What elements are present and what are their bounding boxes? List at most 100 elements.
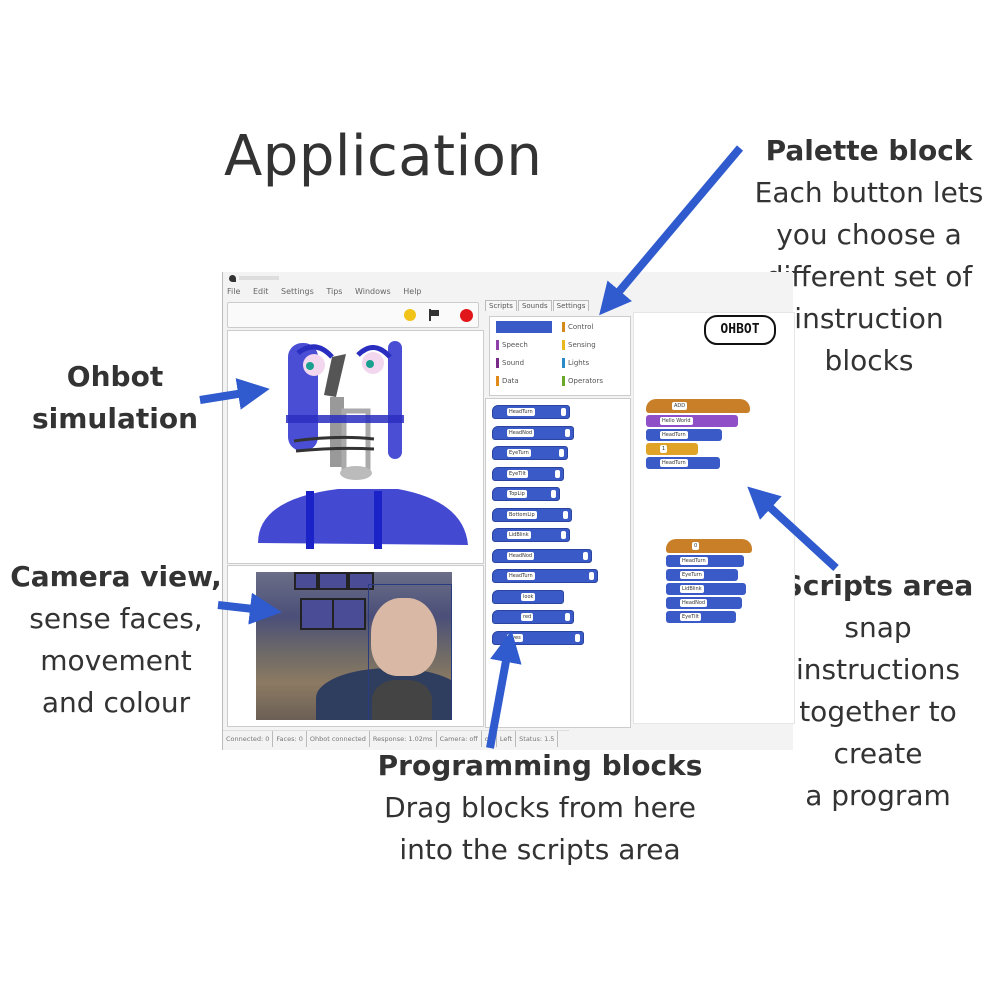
hat-block[interactable]: ADD — [646, 399, 750, 413]
menu-settings[interactable]: Settings — [280, 287, 314, 296]
palette-category-lights[interactable]: Lights — [562, 357, 589, 369]
block-field[interactable]: eyes — [507, 633, 523, 642]
status-item: Response: 1.02ms — [370, 731, 437, 747]
block-value[interactable] — [575, 633, 580, 642]
block-field[interactable]: Hello World — [660, 417, 693, 425]
ohbot-logo: OHBOT — [704, 315, 776, 345]
tab-scripts[interactable]: Scripts — [485, 300, 517, 311]
motion-block[interactable]: LidBlink — [492, 528, 570, 542]
block-value[interactable] — [583, 551, 588, 560]
block-field[interactable]: look — [521, 592, 536, 601]
status-item: Faces: 0 — [273, 731, 307, 747]
scripts-annotation-line: a program — [805, 779, 951, 812]
script-block[interactable]: HeadNod — [666, 597, 742, 609]
palette-category-label: Data — [502, 377, 519, 385]
script-block[interactable]: HeadTurn — [666, 555, 744, 567]
window-title — [239, 276, 279, 280]
motion-block[interactable]: EyeTurn — [492, 446, 568, 460]
block-value[interactable] — [589, 572, 594, 580]
yellow-button[interactable] — [404, 309, 416, 321]
block-field[interactable]: LidBlink — [680, 585, 704, 593]
tab-sounds[interactable]: Sounds — [517, 300, 552, 311]
camera-annotation-heading: Camera view, — [10, 560, 222, 593]
block-field[interactable]: LidBlink — [507, 531, 531, 539]
head-plate-right — [388, 341, 402, 459]
block-value[interactable] — [559, 449, 564, 457]
title-bar — [223, 272, 793, 286]
palette-category-sound[interactable]: Sound — [496, 357, 524, 369]
palette-category-operators[interactable]: Operators — [562, 375, 603, 387]
programming-annotation-line: into the scripts area — [399, 833, 681, 866]
menu-edit[interactable]: Edit — [252, 287, 269, 296]
script-block[interactable]: Hello World — [646, 415, 738, 427]
flag-icon[interactable] — [428, 309, 440, 321]
block-field[interactable]: HeadTurn — [660, 431, 688, 439]
motion-block[interactable]: eyes — [492, 630, 584, 645]
block-field[interactable]: HeadNod — [507, 551, 535, 560]
block-value[interactable] — [565, 613, 570, 621]
palette-category-data[interactable]: Data — [496, 375, 519, 387]
script-block[interactable]: HeadTurn — [646, 457, 720, 469]
motion-block[interactable]: HeadNod — [492, 425, 574, 440]
script-block[interactable]: 1 — [646, 443, 698, 455]
palette-category-sensing[interactable]: Sensing — [562, 339, 596, 351]
hat-field[interactable]: 0 — [692, 542, 700, 550]
menu-bar: File Edit Settings Tips Windows Help — [223, 287, 428, 299]
motion-block[interactable]: HeadTurn — [492, 569, 598, 583]
block-field[interactable]: EyeTilt — [680, 613, 701, 621]
menu-windows[interactable]: Windows — [355, 287, 391, 296]
nose — [324, 354, 346, 397]
status-item: Connected: 0 — [223, 731, 274, 747]
block-field[interactable]: TopLip — [507, 490, 527, 498]
motion-block[interactable]: look — [492, 589, 564, 604]
motion-block[interactable]: BottomLip — [492, 507, 572, 522]
block-field[interactable]: HeadNod — [680, 599, 708, 607]
hat-field[interactable]: ADD — [672, 402, 688, 410]
hat-block[interactable]: 0 — [666, 539, 752, 553]
menu-file[interactable]: File — [227, 287, 241, 296]
palette-category-speech[interactable]: Speech — [496, 339, 528, 351]
tab-settings[interactable]: Settings — [552, 300, 590, 311]
block-value[interactable] — [561, 531, 566, 539]
block-value[interactable] — [555, 469, 560, 478]
stop-icon[interactable] — [460, 309, 473, 322]
detected-face — [371, 598, 437, 676]
block-value[interactable] — [563, 510, 568, 519]
palette-annotation-line: blocks — [824, 344, 914, 377]
block-field[interactable]: HeadTurn — [507, 572, 535, 580]
camera-annotation: Camera view, sense faces, movement and c… — [6, 556, 226, 724]
block-value[interactable] — [561, 408, 566, 416]
simulation-annotation-line: Ohbot — [66, 360, 164, 393]
block-value[interactable] — [551, 490, 556, 498]
block-value[interactable] — [565, 428, 570, 437]
block-field[interactable]: red — [521, 613, 534, 621]
simulation-annotation-line: simulation — [31, 402, 199, 435]
script-block[interactable]: EyeTilt — [666, 611, 736, 623]
lip-top — [293, 435, 375, 443]
camera-view — [227, 565, 484, 727]
palette-category-motion[interactable]: Motion — [496, 321, 552, 333]
motion-block[interactable]: HeadNod — [492, 548, 592, 563]
block-field[interactable]: 1 — [660, 445, 668, 453]
eyebrow-left — [296, 344, 334, 359]
script-block[interactable]: EyeTurn — [666, 569, 738, 581]
motion-block[interactable]: HeadTurn — [492, 405, 570, 419]
script-block[interactable]: HeadTurn — [646, 429, 722, 441]
script-block[interactable]: LidBlink — [666, 583, 746, 595]
menu-help[interactable]: Help — [403, 287, 422, 296]
block-field[interactable]: EyeTurn — [507, 449, 531, 457]
menu-tips[interactable]: Tips — [326, 287, 343, 296]
block-field[interactable]: BottomLip — [507, 510, 537, 519]
block-field[interactable]: HeadTurn — [660, 459, 688, 467]
block-field[interactable]: HeadNod — [507, 428, 535, 437]
motion-block[interactable]: red — [492, 610, 574, 624]
face-detection-box — [368, 584, 452, 720]
block-field[interactable]: HeadTurn — [680, 557, 708, 565]
motion-block[interactable]: TopLip — [492, 487, 560, 501]
block-field[interactable]: EyeTilt — [507, 469, 528, 478]
palette-category-control[interactable]: Control — [562, 321, 593, 333]
block-field[interactable]: EyeTurn — [680, 571, 704, 579]
block-field[interactable]: HeadTurn — [507, 408, 535, 416]
motion-block[interactable]: EyeTilt — [492, 466, 564, 481]
